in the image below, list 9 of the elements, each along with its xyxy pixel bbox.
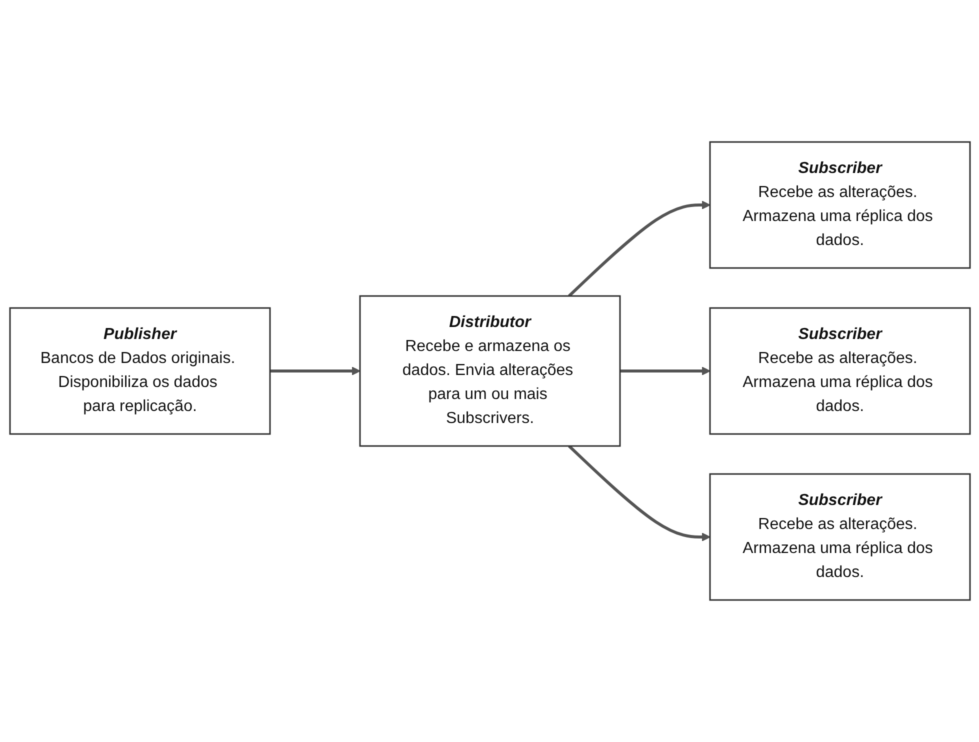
node-box: Subscriber Recebe as alterações. Armazena uma réplica dos dados. — [708, 473, 970, 601]
node-box: Publisher Bancos de Dados originais. Disponibiliza os dados para replicação. — [8, 307, 270, 435]
node-box: Subscriber Recebe as alterações. Armazena uma réplica dos dados. — [708, 141, 970, 269]
arrow — [620, 366, 710, 376]
node-box: Distributor Recebe e armazena os dados. Envia alterações para um ou mais Subscrivers. — [358, 295, 620, 447]
arrow — [270, 366, 360, 376]
arrow — [568, 444, 710, 542]
node-box: Subscriber Recebe as alterações. Armazena uma réplica dos dados. — [708, 307, 970, 435]
arrow — [568, 200, 710, 298]
